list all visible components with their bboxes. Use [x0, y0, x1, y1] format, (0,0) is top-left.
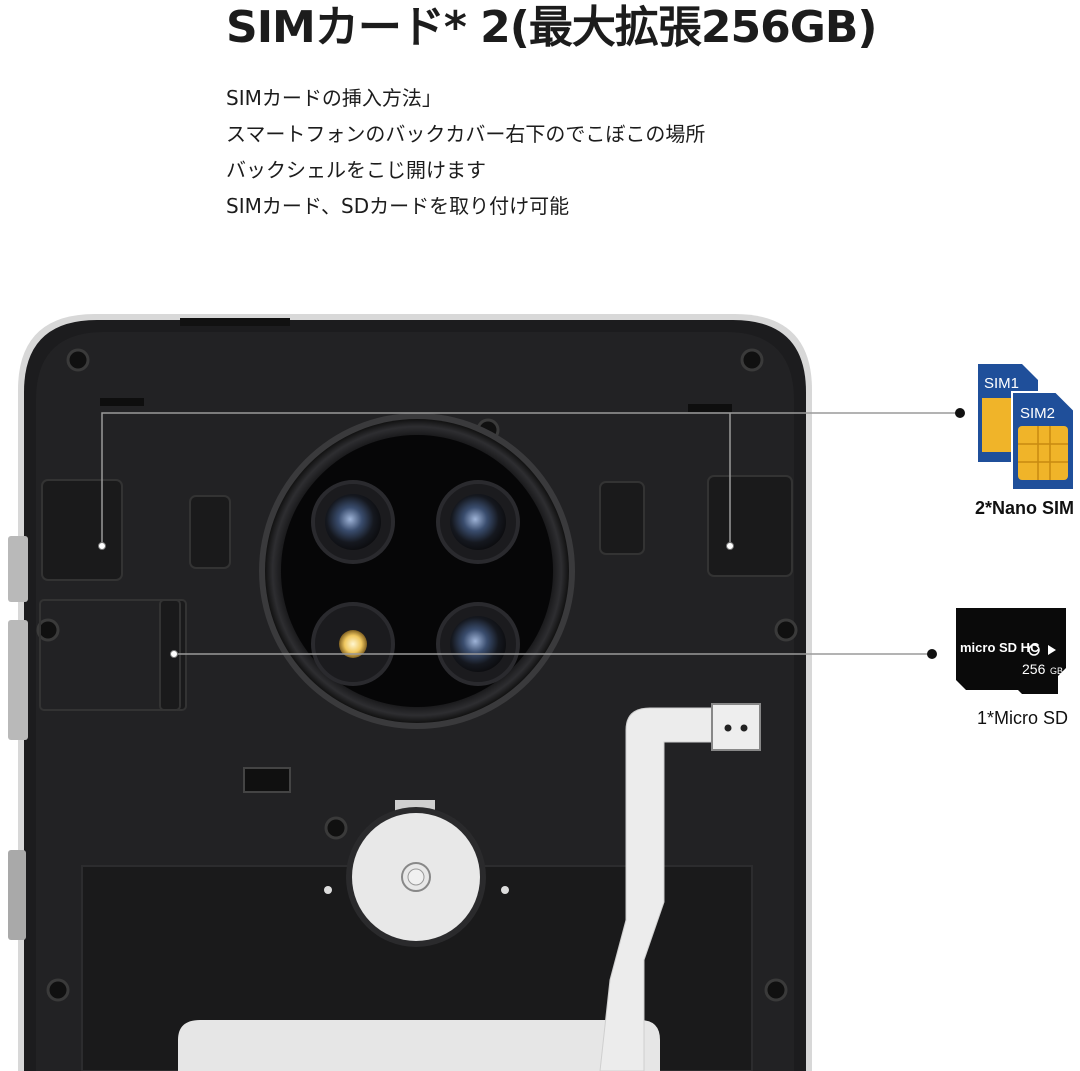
nano-sim-caption: 2*Nano SIM — [974, 498, 1074, 518]
instruction-line-2: スマートフォンのバックカバー右下のでこぼこの場所 — [226, 122, 706, 146]
sim1-label: SIM1 — [984, 375, 1019, 392]
instruction-line-4: SIMカード、SDカードを取り付け可能 — [226, 194, 570, 218]
sd-capacity: 256 — [1022, 661, 1046, 677]
sim2-label: SIM2 — [1020, 405, 1055, 422]
sd-capacity-unit: GB — [1050, 666, 1063, 676]
micro-sd-caption: 1*Micro SD — [976, 708, 1068, 728]
phone-back-illustration — [8, 314, 965, 1071]
nano-sim-icon: SIM1 SIM2 — [978, 364, 1075, 491]
instruction-text: SIMカードの挿入方法」 スマートフォンのバックカバー右下のでこぼこの場所 バッ… — [226, 80, 705, 224]
micro-sd-icon: micro SD HC 256 GB — [956, 608, 1066, 694]
instruction-line-3: バックシェルをこじ開けます — [226, 158, 486, 182]
sd-logo-text: micro SD HC — [960, 640, 1040, 655]
page-title: SIMカード* 2(最大拡張256GB) — [226, 2, 878, 53]
instruction-line-1: SIMカードの挿入方法」 — [226, 86, 442, 110]
